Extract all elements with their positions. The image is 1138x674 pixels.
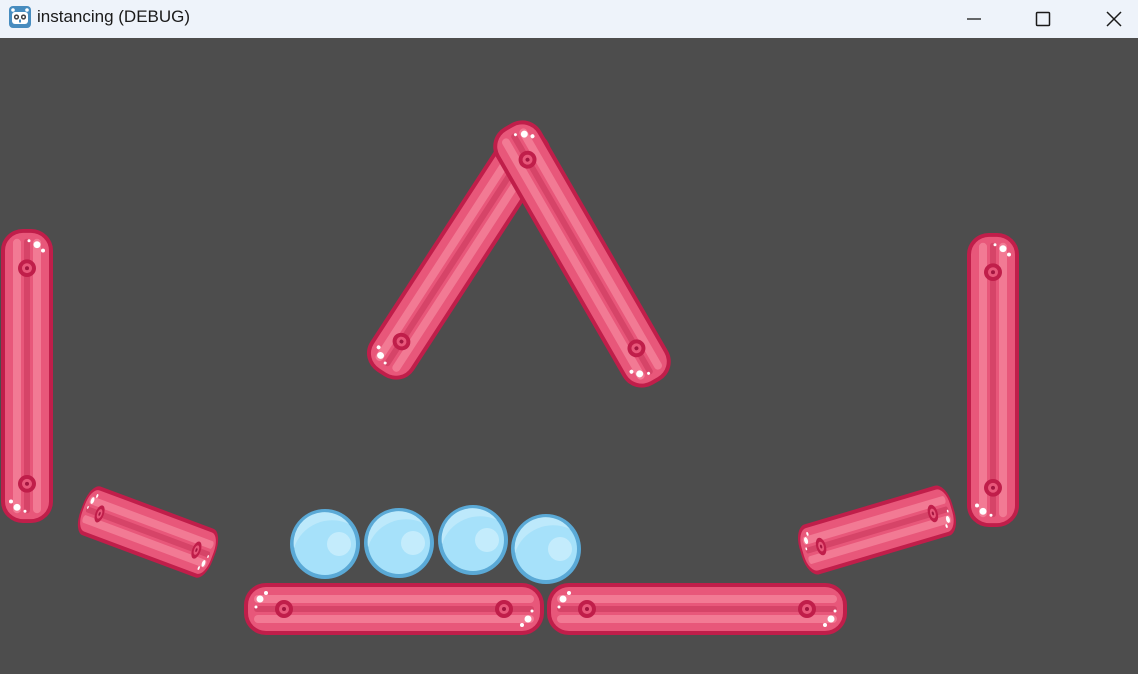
- minimize-icon: [967, 18, 981, 20]
- pin-roof-right: [485, 112, 679, 396]
- maximize-icon: [1035, 11, 1051, 27]
- scene-canvas: [1, 112, 1019, 635]
- godot-engine-icon: [8, 5, 32, 29]
- close-button[interactable]: [1091, 0, 1137, 38]
- close-icon: [1106, 11, 1122, 27]
- ball: [511, 514, 581, 584]
- ball: [290, 509, 360, 579]
- maximize-button[interactable]: [1020, 0, 1066, 38]
- title-bar[interactable]: instancing (DEBUG): [0, 0, 1138, 38]
- minimize-button[interactable]: [951, 0, 997, 38]
- ball: [438, 505, 508, 575]
- pin-bottom-right: [547, 583, 847, 635]
- pin-right-sloped: [793, 482, 961, 578]
- ball: [364, 508, 434, 578]
- pin-bottom-left: [244, 583, 544, 635]
- game-viewport[interactable]: [0, 38, 1138, 674]
- pin-left-vertical: [1, 229, 53, 523]
- window-title: instancing (DEBUG): [37, 7, 191, 26]
- pin-right-vertical: [967, 233, 1019, 527]
- pin-left-sloped: [72, 482, 224, 582]
